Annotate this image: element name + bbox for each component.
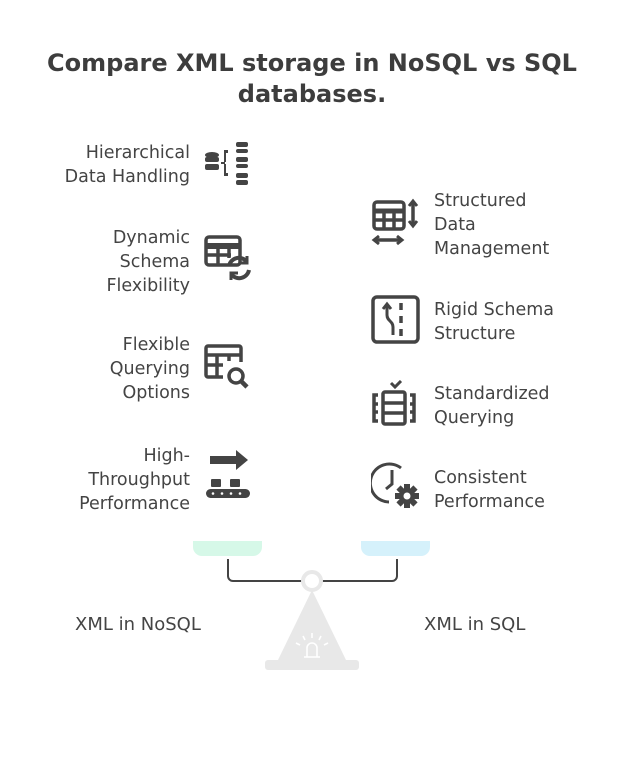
left-item-hierarchical: Hierarchical Data Handling (65, 141, 190, 189)
left-item-dynamic-schema: Dynamic Schema Flexibility (106, 226, 190, 298)
label-line: Dynamic (112, 228, 190, 248)
bulb-icon (295, 633, 329, 658)
label-line: Querying (109, 359, 190, 379)
label-line: Options (122, 383, 190, 403)
scale-pivot (301, 570, 323, 592)
scale-base (265, 660, 359, 670)
table-resize-icon (371, 198, 421, 248)
label-line: Flexible (122, 335, 190, 355)
label-line: Performance (434, 492, 545, 512)
label-line: Consistent (434, 468, 527, 488)
label-line: Rigid Schema (434, 300, 555, 320)
right-item-standardized: Standardized Querying (434, 382, 550, 430)
label-line: Schema (119, 252, 190, 272)
right-item-structured: Structured Data Management (434, 189, 549, 261)
label-line: Data Handling (64, 167, 190, 187)
label-line: Querying (434, 408, 515, 428)
scale-stand (278, 590, 346, 660)
stacked-check-icon (371, 380, 421, 430)
right-pan (361, 541, 430, 556)
label-line: Hierarchical (85, 143, 190, 163)
label-line: Standardized (434, 384, 550, 404)
table-refresh-icon (203, 234, 253, 284)
conveyor-arrow-icon (203, 450, 253, 500)
label-line: Performance (79, 494, 190, 514)
title-line-2: databases. (237, 80, 387, 108)
table-search-icon (203, 343, 253, 393)
right-side-label: XML in SQL (424, 614, 526, 635)
label-line: Structured (434, 191, 527, 211)
left-side-label: XML in NoSQL (75, 614, 201, 635)
label-line: Structure (434, 324, 516, 344)
right-item-consistent: Consistent Performance (434, 466, 545, 514)
title-line-1: Compare XML storage in NoSQL vs SQL (47, 49, 577, 77)
label-line: Flexibility (106, 276, 190, 296)
left-pan (193, 541, 262, 556)
diagram-title: Compare XML storage in NoSQL vs SQL data… (0, 48, 624, 110)
road-icon (371, 295, 421, 345)
right-item-rigid-schema: Rigid Schema Structure (434, 298, 554, 346)
label-line: Management (434, 239, 550, 259)
database-hierarchy-icon (203, 140, 253, 190)
label-line: Throughput (88, 470, 190, 490)
left-item-flexible-querying: Flexible Querying Options (110, 333, 190, 405)
label-line: Data (434, 215, 476, 235)
clock-gear-icon (371, 462, 421, 512)
left-item-high-throughput: High- Throughput Performance (79, 444, 190, 516)
label-line: High- (143, 446, 190, 466)
